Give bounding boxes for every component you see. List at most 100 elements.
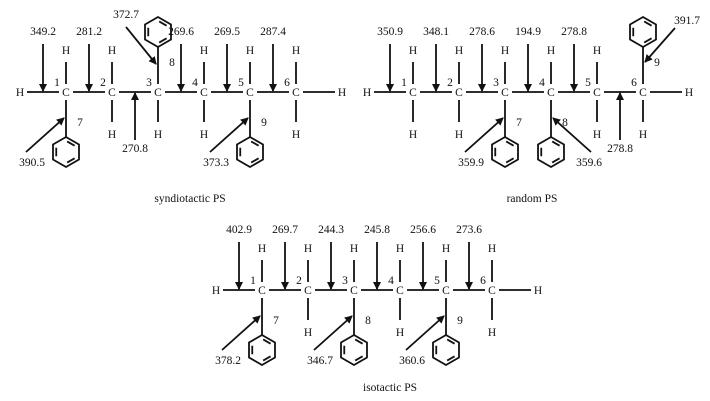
phenyl-ring (248, 333, 276, 367)
benzene-ring (432, 333, 460, 367)
carbon-atom: C (108, 87, 116, 99)
structure-caption: isotactic PS (363, 382, 417, 394)
bond-energy-label: 278.8 (561, 26, 587, 38)
terminal-hydrogen-left: H (212, 285, 220, 297)
hydrogen-atom: H (396, 243, 404, 255)
hydrogen-atom: H (593, 45, 601, 57)
bond-energy-label: 269.6 (168, 26, 194, 38)
benzene-ring (537, 135, 565, 169)
benzene-ring (629, 15, 657, 49)
phenyl-number: 9 (457, 315, 463, 327)
hydrogen-atom: H (488, 243, 496, 255)
double-bond-line (354, 338, 364, 345)
carbon-number: 6 (284, 77, 290, 89)
carbon-atom: C (639, 87, 647, 99)
bond-energy-arrow (125, 26, 157, 65)
phenyl-number: 7 (77, 117, 83, 129)
carbon-number: 3 (493, 77, 499, 89)
phenyl-number: 9 (654, 57, 660, 69)
carbon-atom: C (455, 87, 463, 99)
double-bond-line (250, 157, 260, 164)
hydrogen-atom: H (396, 327, 404, 339)
hydrogen-atom: H (200, 45, 208, 57)
phenyl-ring (432, 333, 460, 367)
hydrogen-atom: H (246, 45, 254, 57)
benzene-ring (236, 135, 264, 169)
double-bond-line (66, 157, 76, 164)
carbon-atom: C (350, 285, 358, 297)
double-bond-line (551, 140, 561, 147)
double-bond-line (505, 157, 515, 164)
terminal-hydrogen-right: H (685, 87, 693, 99)
double-bond-line (505, 140, 515, 147)
double-bond-line (446, 355, 456, 362)
bond-energy-label: 194.9 (515, 26, 541, 38)
structure-caption: syndiotactic PS (154, 193, 225, 205)
bond-energy-label: 372.7 (113, 9, 139, 21)
bond-energy-label: 391.7 (674, 15, 700, 27)
bond-energy-label: 348.1 (423, 26, 449, 38)
bond-energy-label: 346.7 (307, 355, 333, 367)
carbon-number: 1 (401, 77, 407, 89)
bond-energy-label: 278.8 (607, 143, 633, 155)
terminal-hydrogen-right: H (338, 87, 346, 99)
bond-energy-label: 270.8 (122, 143, 148, 155)
carbon-number: 3 (146, 77, 152, 89)
carbon-atom: C (488, 285, 496, 297)
double-bond-line (158, 20, 168, 27)
carbon-atom: C (304, 285, 312, 297)
bond-energy-label: 281.2 (76, 26, 102, 38)
carbon-number: 2 (447, 77, 453, 89)
terminal-hydrogen-left: H (363, 87, 371, 99)
carbon-atom: C (200, 87, 208, 99)
hydrogen-atom: H (350, 243, 358, 255)
carbon-atom: C (442, 285, 450, 297)
bond-energy-label: 373.3 (203, 157, 229, 169)
bond-energy-arrow (221, 315, 261, 351)
carbon-atom: C (154, 87, 162, 99)
carbon-number: 4 (192, 77, 198, 89)
phenyl-ring (629, 15, 657, 49)
hydrogen-atom: H (304, 327, 312, 339)
carbon-number: 5 (238, 77, 244, 89)
bond-energy-label: 269.7 (272, 224, 298, 236)
benzene-ring (491, 135, 519, 169)
carbon-atom: C (246, 87, 254, 99)
benzene-ring (52, 135, 80, 169)
carbon-atom: C (409, 87, 417, 99)
phenyl-number: 7 (516, 117, 522, 129)
carbon-number: 1 (250, 275, 256, 287)
bond-energy-arrow (552, 117, 592, 153)
hydrogen-atom: H (62, 45, 70, 57)
hydrogen-atom: H (292, 129, 300, 141)
carbon-atom: C (396, 285, 404, 297)
bond-energy-label: 390.5 (19, 157, 45, 169)
bond-energy-arrow (644, 27, 676, 63)
hydrogen-atom: H (501, 45, 509, 57)
carbon-number: 2 (296, 275, 302, 287)
carbon-number: 4 (388, 275, 394, 287)
carbon-atom: C (62, 87, 70, 99)
carbon-atom: C (547, 87, 555, 99)
bond-energy-label: 359.6 (576, 157, 602, 169)
double-bond-line (262, 355, 272, 362)
bond-energy-arrow (405, 315, 445, 351)
terminal-hydrogen-right: H (534, 285, 542, 297)
hydrogen-atom: H (304, 243, 312, 255)
bond-energy-label: 402.9 (226, 224, 252, 236)
bond-energy-arrow (25, 117, 65, 153)
carbon-atom: C (258, 285, 266, 297)
phenyl-ring (340, 333, 368, 367)
phenyl-ring (144, 15, 172, 49)
carbon-number: 6 (480, 275, 486, 287)
hydrogen-atom: H (442, 243, 450, 255)
double-bond-line (354, 355, 364, 362)
carbon-number: 3 (342, 275, 348, 287)
hydrogen-atom: H (409, 45, 417, 57)
hydrogen-atom: H (455, 45, 463, 57)
phenyl-ring (52, 135, 80, 169)
